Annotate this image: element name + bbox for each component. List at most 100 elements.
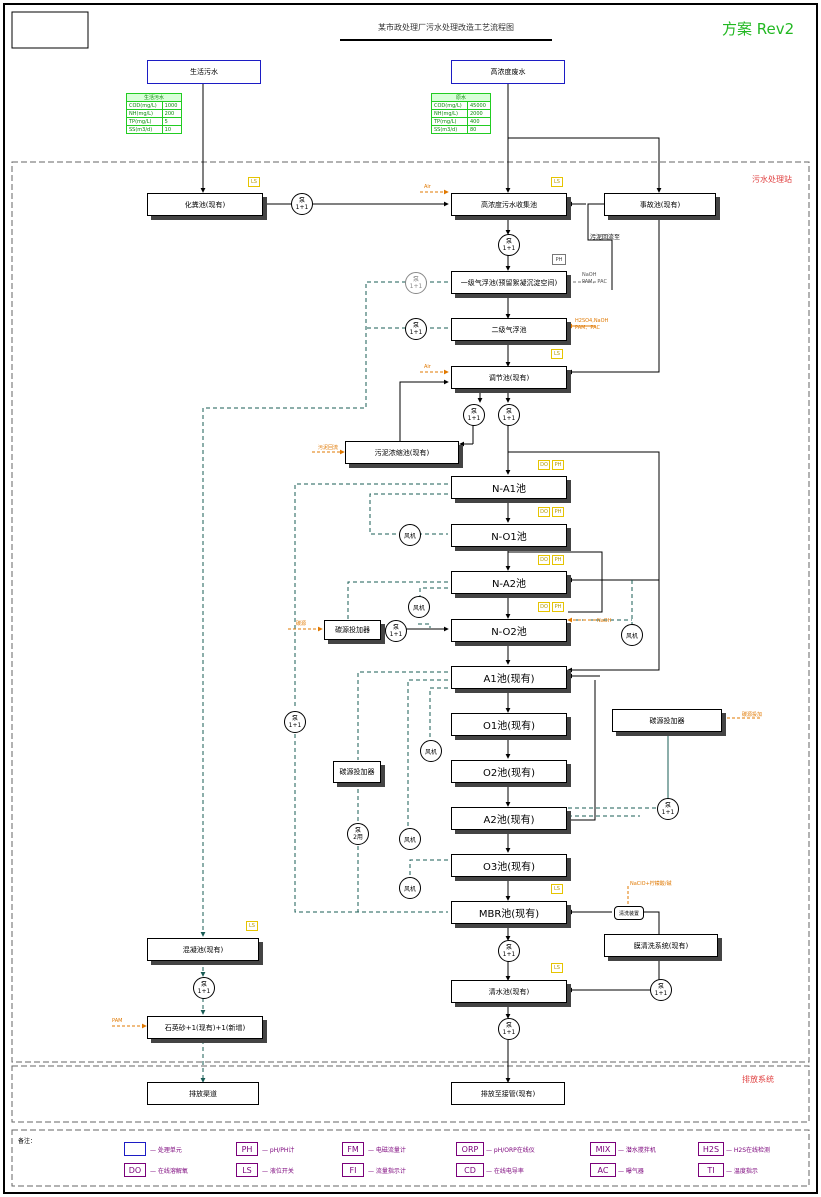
drawing-title: 某市政处理厂污水处理改造工艺流程图: [378, 23, 514, 32]
table-header: 原水: [431, 93, 491, 102]
legend-text-ti: — 温度指示: [726, 1168, 758, 1175]
legend-symbol-fm: FM: [342, 1142, 364, 1156]
legend-text-do: — 在线溶解氧: [150, 1168, 188, 1175]
n-o1-tank: N-O1池: [451, 524, 567, 547]
pump-sub: 1+1: [502, 415, 516, 422]
o2-tank: O2池(现有): [451, 760, 567, 783]
pump-sub: 1+1: [295, 204, 309, 211]
chem-carbon-add: 碳源: [296, 621, 307, 627]
domestic-sewage-source: 生活污水: [147, 60, 261, 84]
pump-sub: 1+1: [409, 283, 423, 290]
table-cell: NH(mg/L): [126, 109, 163, 118]
o1-tank: O1池(现有): [451, 713, 567, 736]
pump-label: 泵: [412, 276, 419, 283]
chem-air-equalization: Air: [424, 364, 431, 370]
ph-tag-na2: PH: [552, 555, 564, 565]
pump-label: 泵: [354, 827, 361, 834]
chem-naoh-pam: NaOH PAM、PAC: [582, 272, 607, 285]
cleaning-device: 清洗装置: [614, 906, 644, 920]
treatment-zone-frame: [11, 161, 810, 1063]
mbr-tank: MBR池(现有): [451, 901, 567, 924]
chem-naclo: NaClO+柠檬酸/碱: [630, 881, 672, 887]
sand-filter: 石英砂+1(现有)+1(新增): [147, 1016, 263, 1039]
pump-label: 泵: [505, 944, 512, 951]
do-tag-no1: DO: [538, 507, 550, 517]
carbon-dosing-unit-2: 碳源投加器: [612, 709, 722, 732]
legend-symbol-fi: FI: [342, 1163, 364, 1177]
blower-n-o2: 风机: [408, 596, 430, 618]
pump-sub: 1+1: [288, 722, 302, 729]
table-cell: NH(mg/L): [431, 109, 468, 118]
n-a1-tank: N-A1池: [451, 476, 567, 499]
blower-n-a2-right: 风机: [621, 624, 643, 646]
table-cell: 200: [161, 109, 183, 118]
note-sludge-reflux: 污泥回流至: [590, 234, 621, 241]
chem-carbon-side: 碳源投加: [742, 712, 763, 718]
pump-sub: 1+1: [502, 951, 516, 958]
ls-tag-clean-water: LS: [551, 963, 563, 973]
legend-text-orp: — pH/ORP在线仪: [486, 1147, 535, 1154]
discharge-channel: 排放渠道: [147, 1082, 259, 1105]
table-header: 生活污水: [126, 93, 182, 102]
pump-label: 泵: [200, 981, 207, 988]
ls-tag-collection: LS: [551, 177, 563, 187]
septic-tank: 化粪池(现有): [147, 193, 263, 216]
pump-sub: 1+1: [389, 631, 403, 638]
legend-text-ls: — 液位开关: [262, 1168, 294, 1175]
discharge-to-sewer: 排放至接管(现有): [451, 1082, 565, 1105]
legend-text-cd: — 在线电导率: [486, 1168, 524, 1175]
coagulation-tank: 混凝池(现有): [147, 938, 259, 961]
clean-water-tank: 清水池(现有): [451, 980, 567, 1003]
table-cell: COD(mg/L): [126, 101, 163, 110]
a2-tank: A2池(现有): [451, 807, 567, 830]
n-o2-tank: N-O2池: [451, 619, 567, 642]
do-tag-na2: DO: [538, 555, 550, 565]
blower-a2: 风机: [399, 828, 421, 850]
pump-sub: 1+1: [502, 1029, 516, 1036]
table-cell: 5: [161, 117, 183, 126]
legend-symbol-cd: CD: [456, 1163, 484, 1177]
domestic-sewage-quality-table: 生活污水 COD(mg/L)1000 NH(mg/L)200 TP(mg/L)5…: [126, 93, 183, 134]
pump-sub: 1+1: [502, 245, 516, 252]
chem-h2so4: H2SO4,NaOH PAM、PAC: [575, 318, 609, 331]
carbon-dosing-unit-1: 碳源投加器: [324, 620, 381, 640]
legend-symbol-ph: PH: [236, 1142, 258, 1156]
ls-tag-coagulation: LS: [246, 921, 258, 931]
pump-label: 泵: [664, 802, 671, 809]
high-strength-wastewater-source: 高浓度废水: [451, 60, 565, 84]
ph-tag-no2: PH: [552, 602, 564, 612]
table-cell: 2000: [466, 109, 492, 118]
legend-symbol-ac: AC: [590, 1163, 616, 1177]
discharge-zone-label: 排放系统: [742, 1075, 774, 1084]
chem-sludge-in: 污泥回流: [318, 445, 339, 451]
ls-tag-mbr: LS: [551, 884, 563, 894]
legend-text-ac: — 曝气器: [618, 1168, 644, 1175]
pump-label: 泵: [505, 408, 512, 415]
blower-o1: 风机: [420, 740, 442, 762]
treatment-zone-label: 污水处理站: [752, 175, 792, 184]
legend-text-unit: — 处理单元: [150, 1147, 182, 1154]
pump-label: 泵: [298, 197, 305, 204]
chem-pam: PAM: [112, 1018, 123, 1024]
ph-tag-float1: PH: [552, 254, 566, 265]
n-a2-tank: N-A2池: [451, 571, 567, 594]
pump-label: 泵: [470, 408, 477, 415]
table-cell: 1000: [161, 101, 183, 110]
pump-sub: 2用: [353, 834, 363, 841]
sludge-thickener: 污泥浓缩池(现有): [345, 441, 459, 464]
chem-naoh: NaOH: [597, 618, 612, 624]
do-tag-no2: DO: [538, 602, 550, 612]
legend-text-mix: — 潜水搅拌机: [618, 1147, 656, 1154]
table-cell: 400: [466, 117, 492, 126]
